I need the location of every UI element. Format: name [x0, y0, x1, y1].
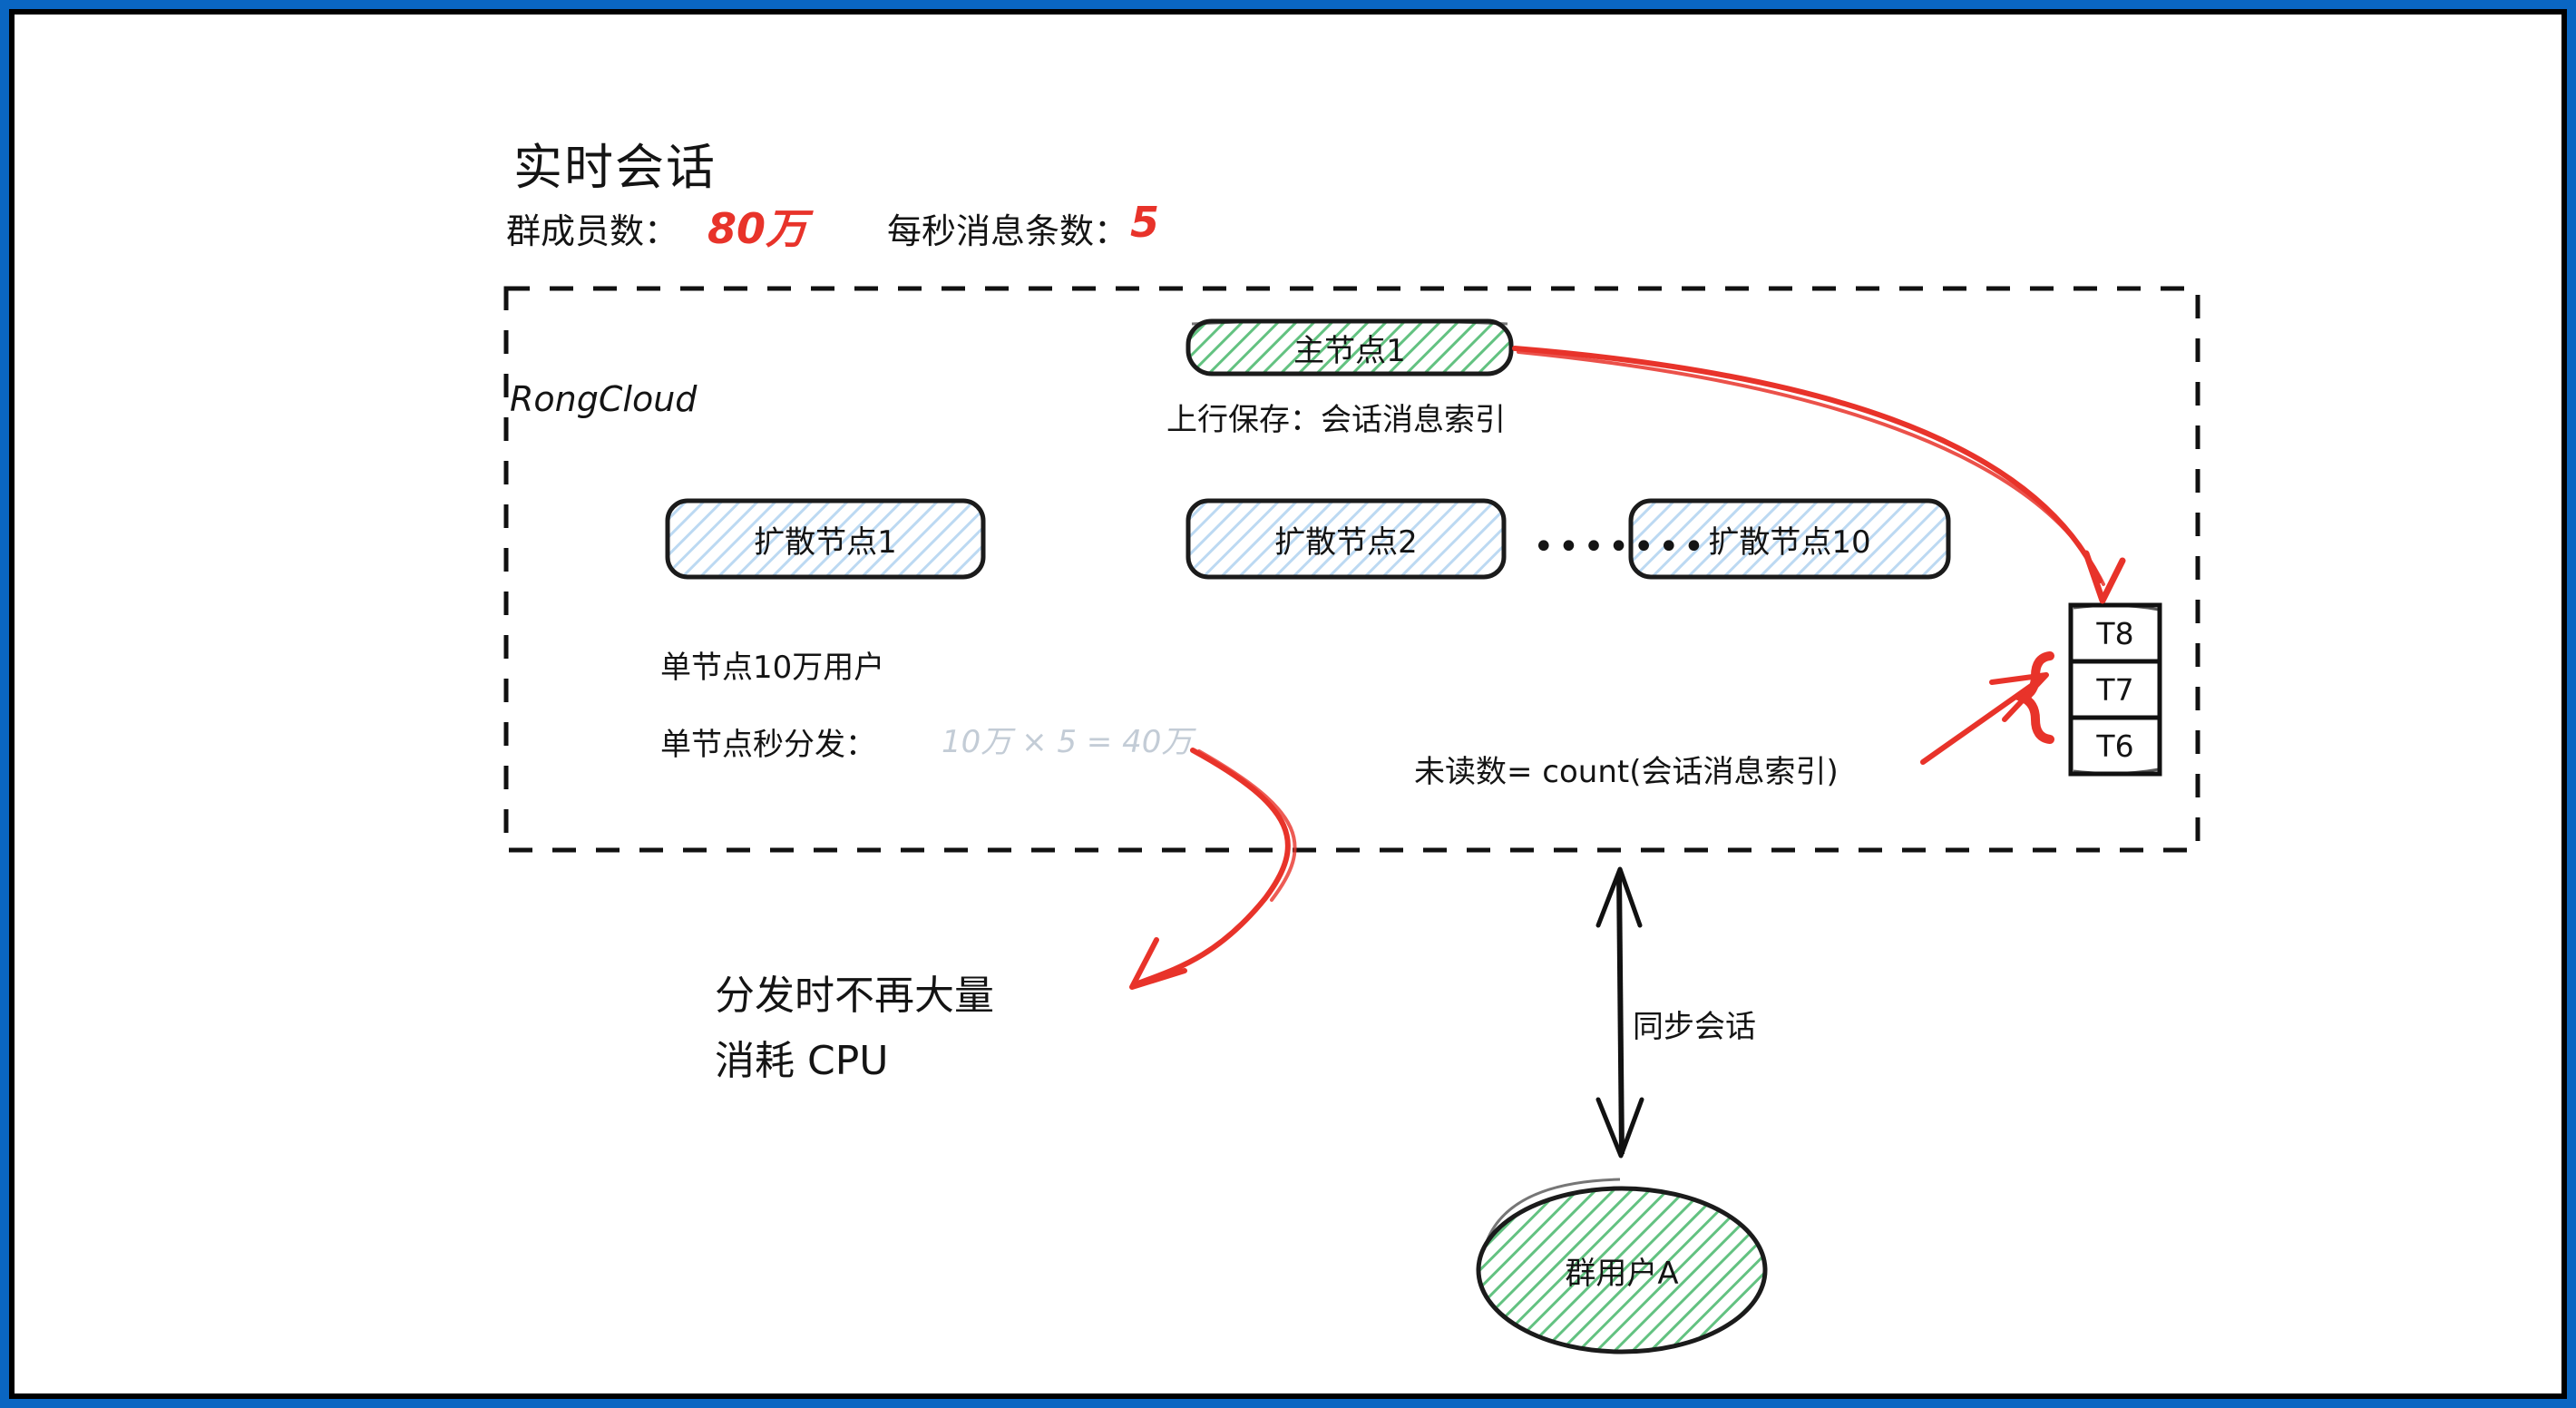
spread-node-10-shape[interactable]	[1628, 498, 1951, 580]
unread-to-brace-arrow	[1920, 672, 2049, 765]
timeline-stack-shape	[2068, 602, 2162, 777]
master-node-shape[interactable]	[1186, 318, 1514, 376]
sync-arrow	[1595, 866, 1644, 1159]
dispatch-formula: 10万 × 5 = 40万	[942, 724, 1193, 760]
stat-value-members: 80万	[707, 204, 808, 253]
unread-count-note: 未读数= count(会话消息索引)	[1414, 754, 1839, 790]
stat-value-msg-rate: 5	[1130, 198, 1160, 247]
stat-label-msg-rate: 每秒消息条数：	[887, 211, 1129, 251]
boundary-label-rongcloud: RongCloud	[510, 379, 698, 419]
diagram-canvas	[503, 286, 2200, 1354]
spread-node-2-label[interactable]: 扩散节点2	[1274, 523, 1418, 561]
spread-node-1-shape[interactable]	[665, 498, 986, 580]
master-to-stack-arrow	[1512, 346, 2126, 604]
page-title: 实时会话	[513, 139, 717, 196]
timeline-item-t8: T8	[2096, 615, 2134, 651]
group-user-shape[interactable]	[1476, 1178, 1768, 1354]
sync-arrow-label: 同步会话	[1633, 1009, 1756, 1045]
ellipsis-separator: •••••••	[1533, 526, 1709, 568]
spread-node-2-shape[interactable]	[1186, 498, 1507, 580]
timeline-item-t6: T6	[2096, 728, 2134, 764]
group-user-label[interactable]: 群用户A	[1565, 1255, 1679, 1292]
rongcloud-boundary	[503, 286, 2200, 853]
dispatch-note-label: 单节点秒分发：	[660, 727, 876, 763]
cpu-note-line2: 消耗 CPU	[715, 1038, 889, 1084]
capacity-note: 单节点10万用户	[660, 650, 885, 686]
dispatch-to-cpu-arrow	[1129, 748, 1297, 990]
master-node-caption: 上行保存：会话消息索引	[1166, 402, 1506, 438]
timeline-item-t7: T7	[2096, 671, 2134, 708]
cpu-note-line1: 分发时不再大量	[715, 973, 994, 1019]
spread-node-10-label[interactable]: 扩散节点10	[1708, 523, 1871, 561]
spread-node-1-label[interactable]: 扩散节点1	[754, 523, 897, 561]
master-node-label[interactable]: 主节点1	[1293, 332, 1406, 369]
stat-label-members: 群成员数：	[506, 211, 679, 251]
